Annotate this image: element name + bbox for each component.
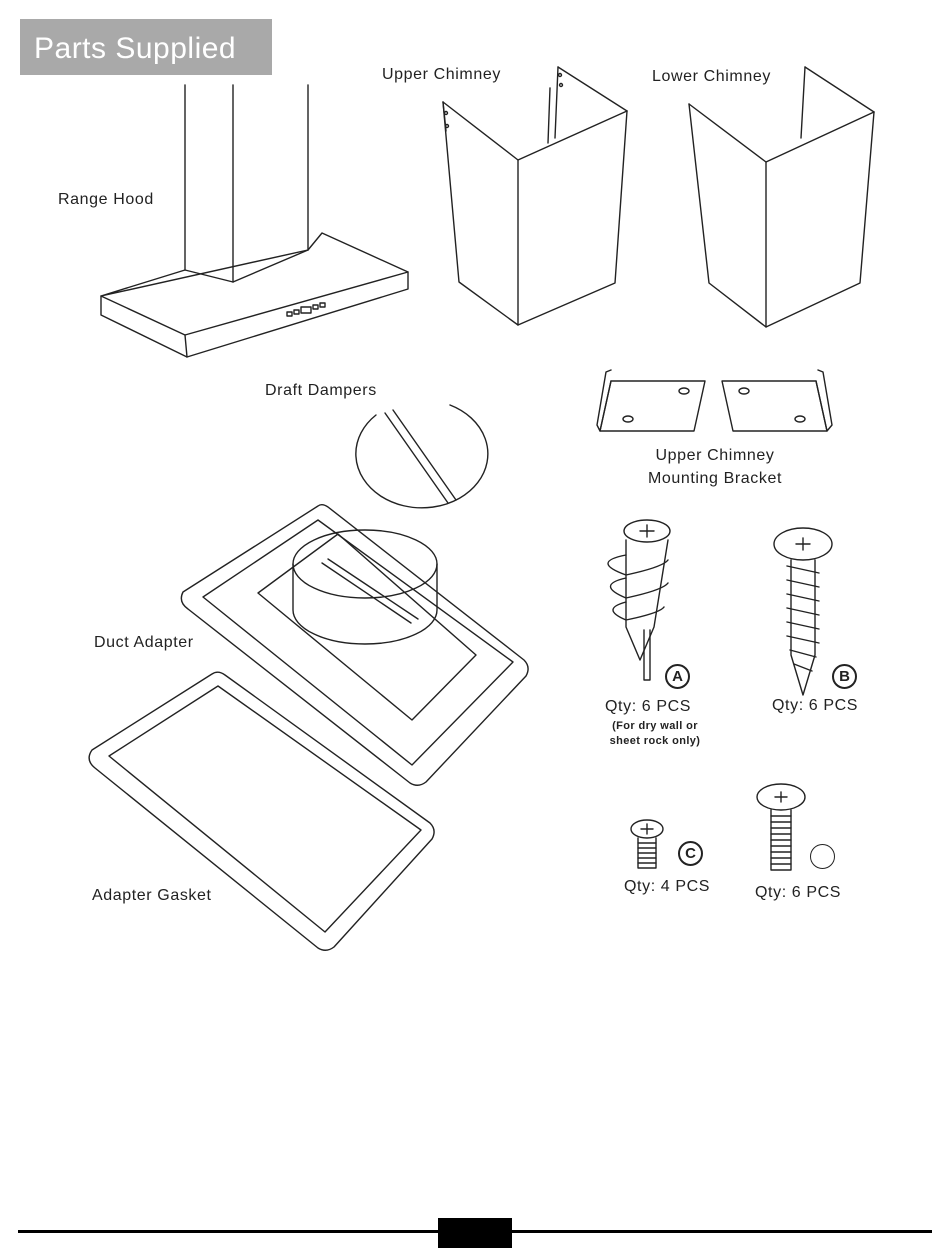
screw-d-drawing (757, 784, 805, 870)
hardware-a-note-line2: sheet rock only) (595, 734, 715, 749)
draft-dampers-label: Draft Dampers (265, 382, 377, 400)
hardware-a-note-line1: (For dry wall or (595, 719, 715, 734)
lower-chimney-label: Lower Chimney (652, 68, 771, 86)
screw-a-drawing (608, 520, 670, 680)
screw-b-drawing (774, 528, 832, 695)
hardware-d-qty: Qty: 6 PCS (755, 884, 841, 902)
lower-chimney-drawing (689, 67, 874, 327)
duct-adapter-label: Duct Adapter (94, 634, 194, 652)
range-hood-drawing (101, 85, 408, 357)
mounting-bracket-label-line2: Mounting Bracket (615, 467, 815, 490)
hardware-a-note: (For dry wall or sheet rock only) (595, 719, 715, 749)
mounting-bracket-drawing (597, 370, 832, 431)
range-hood-label: Range Hood (58, 191, 154, 209)
hardware-b-badge: B (832, 664, 857, 689)
hardware-c-qty: Qty: 4 PCS (624, 878, 710, 896)
hardware-b-qty: Qty: 6 PCS (772, 697, 858, 715)
footer-page-tab (438, 1218, 512, 1248)
hardware-a-qty: Qty: 6 PCS (605, 698, 691, 716)
upper-chimney-drawing (443, 67, 627, 325)
hardware-a-badge: A (665, 664, 690, 689)
adapter-gasket-drawing (89, 672, 434, 950)
adapter-gasket-label: Adapter Gasket (92, 887, 212, 905)
hardware-d-badge (810, 844, 835, 869)
mounting-bracket-label: Upper Chimney Mounting Bracket (615, 444, 815, 490)
mounting-bracket-label-line1: Upper Chimney (615, 444, 815, 467)
screw-c-drawing (631, 820, 663, 868)
duct-adapter-drawing (181, 505, 528, 786)
draft-damper-drawing (356, 405, 488, 508)
hardware-c-badge: C (678, 841, 703, 866)
upper-chimney-label: Upper Chimney (382, 66, 501, 84)
